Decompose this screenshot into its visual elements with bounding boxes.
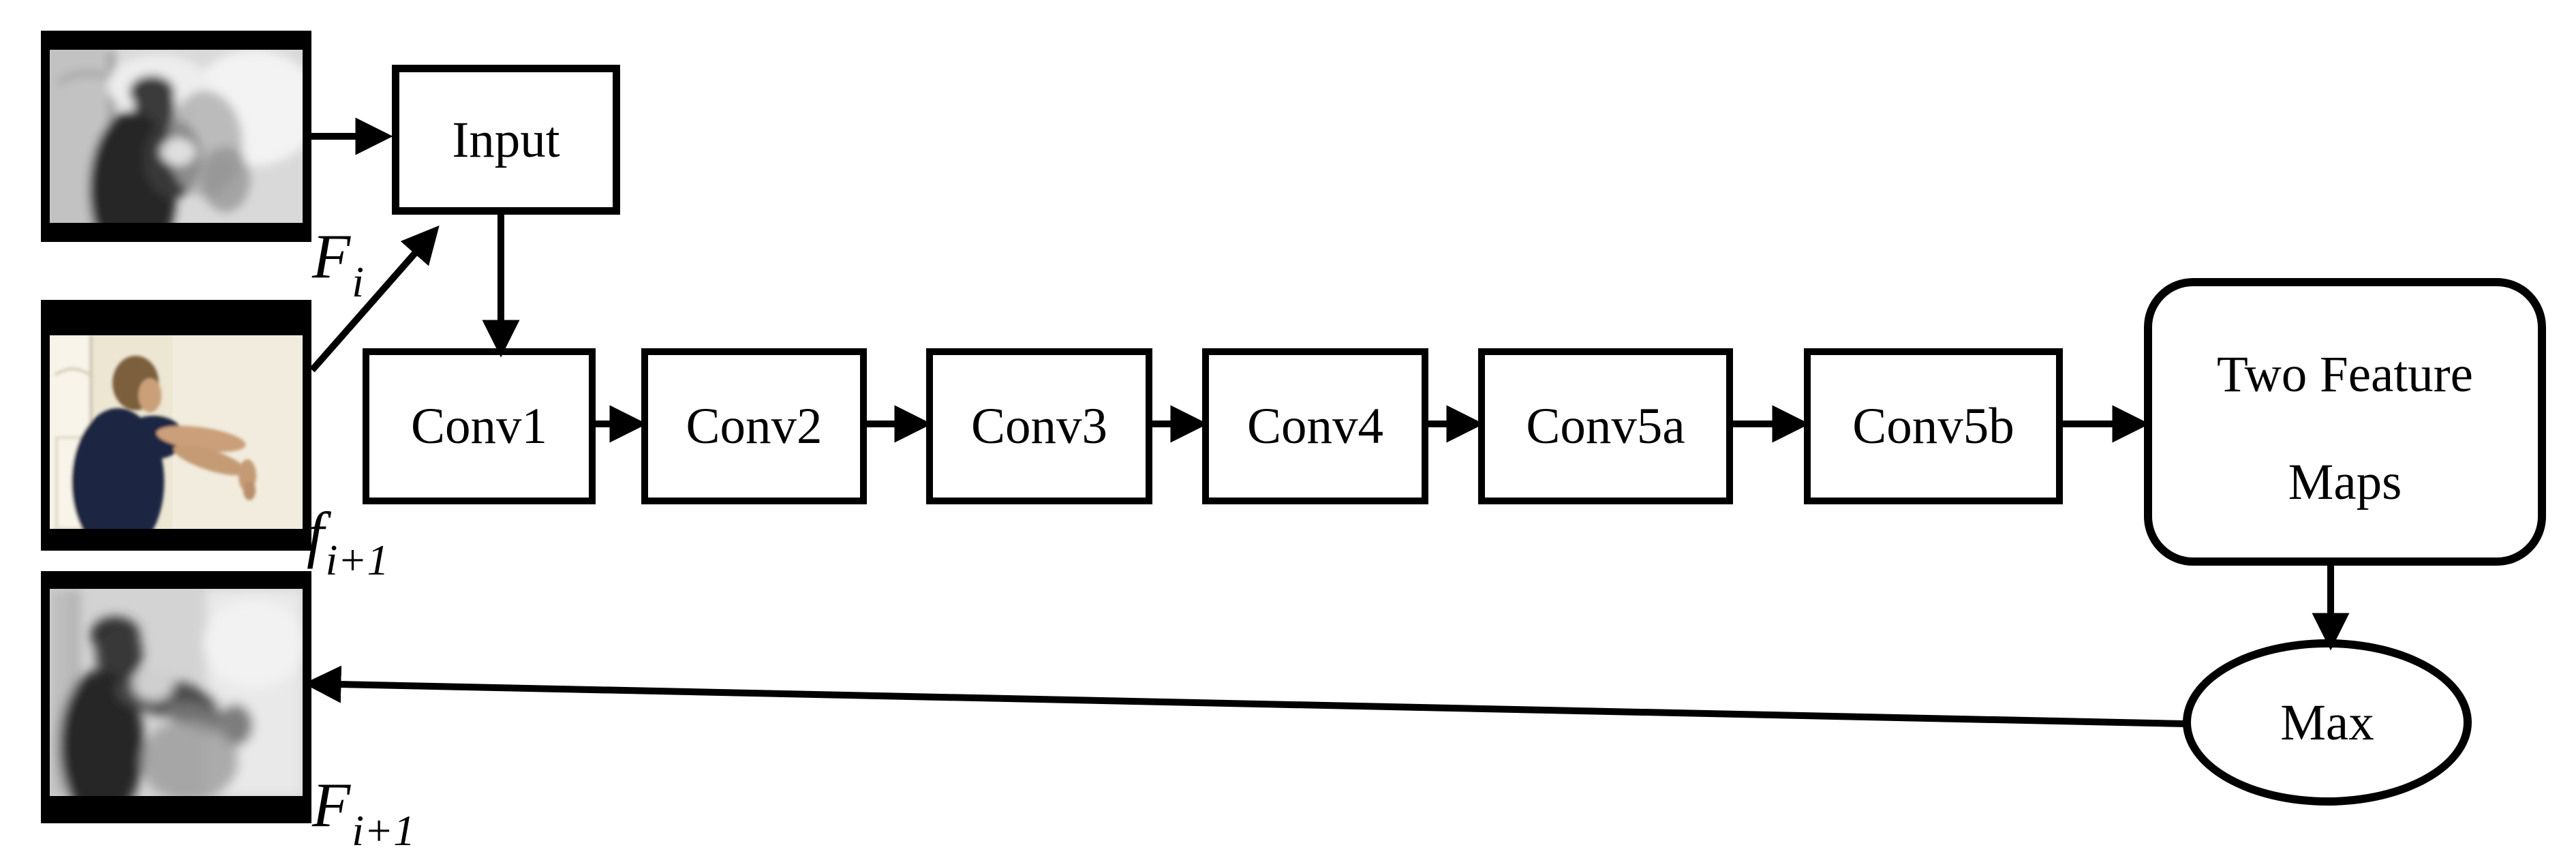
conv2-box-label: Conv2 — [686, 398, 823, 455]
frame-i-label-base: F — [312, 221, 351, 291]
frame-i-plus-1-output-image — [41, 571, 311, 823]
frame-i-plus-1-label-sub: i+1 — [325, 536, 389, 584]
conv3-box: Conv3 — [926, 348, 1152, 504]
frame-i-plus-1-label: fi+1 — [307, 503, 389, 582]
conv1-box: Conv1 — [363, 348, 596, 504]
max-ellipse-label: Max — [2280, 694, 2374, 751]
conv4-box-label: Conv4 — [1246, 398, 1384, 455]
frame-i-plus-1-output-label: Fi+1 — [312, 774, 415, 853]
frame-i-plus-1-output-picture — [50, 589, 303, 796]
conv3-box-label: Conv3 — [970, 398, 1108, 455]
frame-i-label-sub: i — [352, 258, 364, 306]
frame-i-label: Fi — [312, 225, 364, 304]
feature-maps-box: Two Feature Maps — [2144, 278, 2546, 566]
conv1-box-label: Conv1 — [410, 398, 548, 455]
conv2-box: Conv2 — [641, 348, 867, 504]
feature-maps-label-line2: Maps — [2288, 454, 2402, 510]
frame-i-plus-1-output-label-sub: i+1 — [352, 806, 416, 855]
frame-i-plus-1-label-base: f — [307, 500, 324, 569]
frame-i-plus-1-output-label-base: F — [312, 770, 351, 840]
frame-i-plus-1-image — [41, 300, 311, 551]
arrow-max-to-output-frame — [303, 665, 2185, 727]
max-ellipse: Max — [2183, 639, 2472, 806]
conv5b-box-label: Conv5b — [1852, 398, 2014, 455]
feature-maps-label-line1: Two Feature — [2217, 346, 2473, 403]
conv5a-box: Conv5a — [1478, 348, 1733, 504]
input-box: Input — [392, 65, 620, 215]
frame-i-picture — [50, 50, 303, 223]
frame-i-plus-1-picture — [50, 335, 303, 529]
input-box-label: Input — [452, 111, 560, 168]
conv5a-box-label: Conv5a — [1526, 398, 1685, 455]
conv4-box: Conv4 — [1202, 348, 1428, 504]
frame-i-image — [41, 31, 311, 242]
conv5b-box: Conv5b — [1804, 348, 2063, 504]
